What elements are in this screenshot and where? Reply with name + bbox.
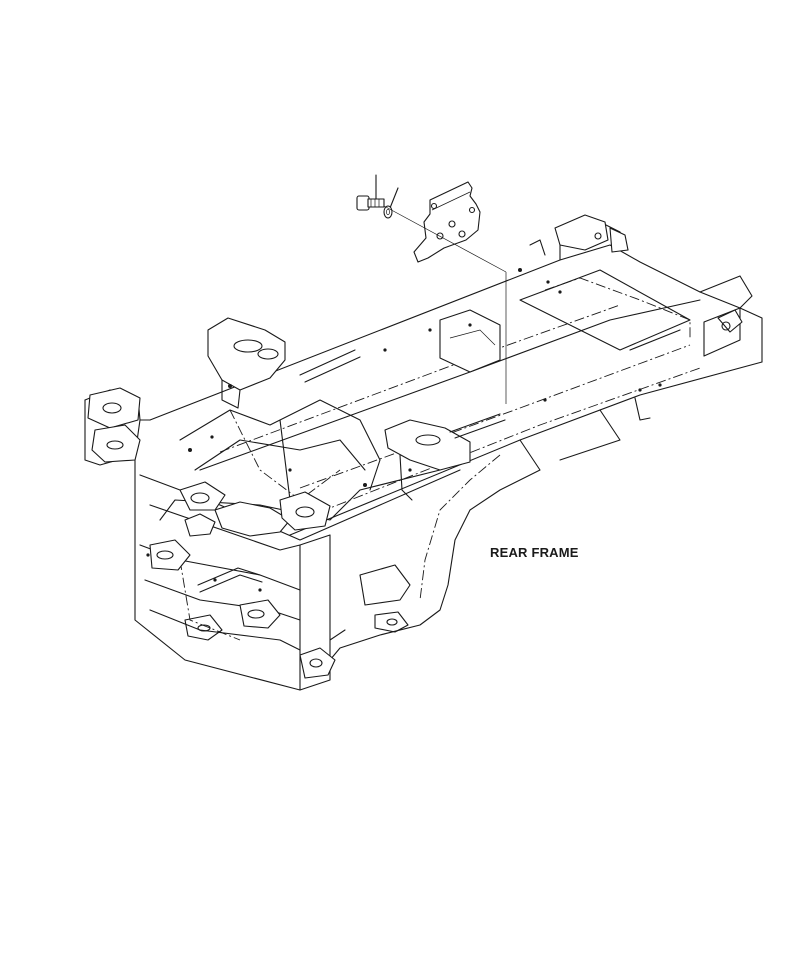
rear-frame-body[interactable] — [84, 214, 763, 691]
rear-frame-label: REAR FRAME — [490, 545, 579, 560]
mounting-bracket-part[interactable] — [413, 181, 481, 263]
washer-part[interactable] — [383, 187, 399, 219]
assembly-leader-line — [383, 205, 507, 273]
bolt-part[interactable] — [356, 174, 385, 211]
